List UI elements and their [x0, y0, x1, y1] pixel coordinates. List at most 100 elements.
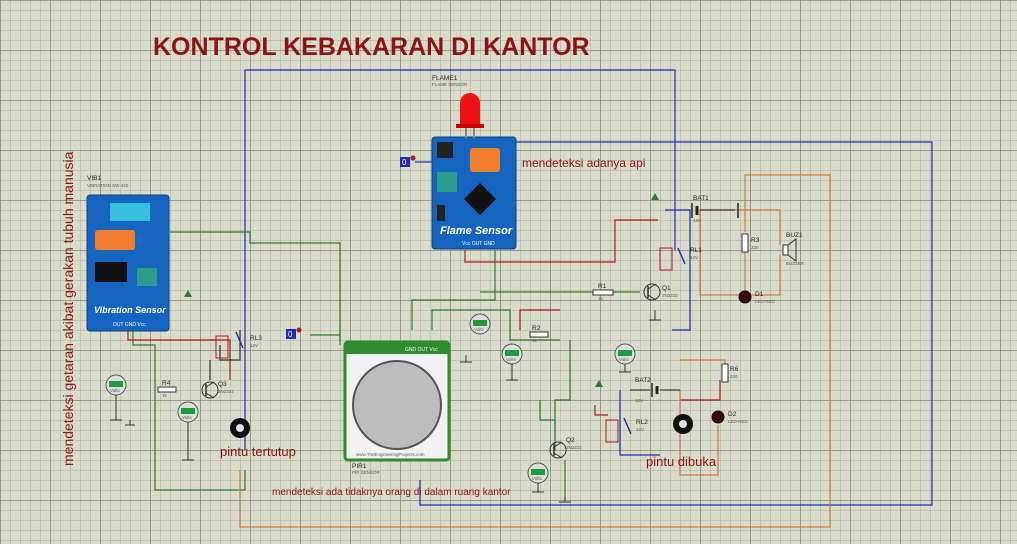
flame-ic-icon — [464, 183, 496, 215]
wire-blue-rl1 — [665, 209, 691, 331]
pir-sensor-pins: GND OUT Vcc — [405, 347, 438, 353]
power-arrow-icon — [651, 193, 659, 200]
ground-icon — [182, 422, 194, 461]
vibration-pot-icon — [137, 268, 157, 286]
logic-probe-dot-icon — [296, 327, 302, 333]
vibration-sensor-module[interactable]: Vibration Sensor OUT GND Vcc VIB1 VIBRAT… — [86, 175, 170, 332]
flame-sensor-module[interactable]: Flame Sensor Vcc OUT GND FLAME1 FLAME SE… — [431, 75, 517, 250]
relay-rl3[interactable]: RL3 12V — [215, 331, 262, 359]
transistor-icon — [549, 441, 567, 459]
relay-switch-icon — [235, 331, 244, 349]
vibration-resistor-bank-icon — [95, 230, 135, 250]
resistor-r1[interactable]: R1 1k — [592, 283, 614, 301]
vibration-sensor-ref: VIB1 — [87, 175, 101, 182]
battery-ref: BAT2 — [635, 377, 651, 384]
resistor-value: 220 — [730, 374, 738, 379]
annotation-presence: mendeteksi ada tidaknya orang di dalam r… — [272, 487, 511, 498]
led-value: LED-RED — [728, 419, 749, 424]
wire-blue-top — [244, 69, 676, 450]
resistor-icon — [157, 386, 177, 393]
relay-switch-icon — [623, 417, 632, 435]
ground-icon — [110, 395, 122, 421]
resistor-ref: R3 — [751, 237, 760, 244]
power-arrow-icon — [184, 290, 192, 297]
voltmeter-label: Volts — [182, 415, 193, 420]
resistor-value: 1k — [532, 338, 538, 343]
transistor-ref: Q2 — [566, 437, 575, 444]
voltmeter-5[interactable]: Volts — [614, 343, 636, 365]
vibration-ic-icon — [95, 262, 127, 282]
resistor-value: 1k — [162, 393, 168, 398]
ground-icon — [649, 310, 661, 321]
voltmeter-6[interactable]: Volts — [527, 462, 549, 484]
pir-sensor-brand: www.TheEngineeringProjects.com — [356, 452, 425, 457]
buzzer-buz1[interactable]: BUZ1 BUZZER — [782, 232, 805, 266]
flame-diode-icon — [437, 205, 445, 221]
wire-blue-right — [419, 141, 933, 506]
battery-bat2[interactable]: BAT2 12V — [630, 377, 680, 403]
relay-value: 12V — [690, 255, 698, 260]
logic-probe-flame[interactable]: 0 — [400, 155, 416, 168]
motor-door-closed[interactable] — [230, 418, 250, 438]
relay-switch-icon — [677, 247, 686, 265]
wire-orange-buz-bottom — [745, 255, 781, 296]
pir-sensor-sub: PIR SENSOR — [352, 470, 381, 475]
annotation-vibration: mendeteksi getaran akibat gerakan tubuh … — [60, 151, 76, 466]
battery-bat1[interactable]: BAT1 12V — [691, 195, 739, 223]
power-terminals — [184, 193, 659, 387]
ground-symbols — [110, 310, 661, 503]
resistor-r4[interactable]: R4 1k — [157, 380, 177, 398]
flame-pot-icon — [437, 172, 457, 192]
logic-probe-pir[interactable]: 0 — [286, 327, 302, 340]
led-d1[interactable]: D1 LED-RED — [738, 290, 776, 304]
ground-icon — [506, 364, 518, 381]
ground-icon — [125, 420, 135, 426]
transistor-ref: Q1 — [662, 285, 671, 292]
battery-ref: BAT1 — [693, 195, 709, 202]
transistor-q1[interactable]: Q1 2N2222 — [643, 283, 678, 301]
relay-rl1[interactable]: RL1 12V — [659, 247, 702, 271]
power-arrow-icon — [595, 380, 603, 387]
led-icon — [711, 410, 725, 424]
wire-red-flame — [464, 219, 658, 263]
relay-coil-icon — [215, 335, 229, 359]
flame-sensor-pins: Vcc OUT GND — [462, 241, 495, 247]
motor-door-open[interactable] — [673, 414, 693, 434]
voltmeter-2[interactable]: Volts — [177, 401, 199, 423]
flame-sensor-label: Flame Sensor — [440, 225, 513, 237]
flame-led-body — [460, 103, 480, 125]
resistor-r3[interactable]: R3 220 — [741, 233, 760, 253]
voltmeter-1[interactable]: Volts — [105, 374, 127, 396]
led-d2[interactable]: D2 LED-RED — [711, 410, 749, 424]
wire-red-rl2 — [594, 405, 608, 416]
transistor-icon — [201, 381, 219, 399]
ground-icon — [460, 355, 472, 363]
relay-rl2[interactable]: RL2 12V — [605, 417, 648, 443]
relay-coil-icon — [659, 247, 673, 271]
resistor-r6[interactable]: R6 220 — [721, 363, 739, 383]
battery-value: 12V — [635, 398, 643, 403]
annotation-door-open: pintu dibuka — [646, 454, 717, 469]
flame-led-base — [456, 124, 484, 128]
transistor-q2[interactable]: Q2 2N2222 — [549, 437, 582, 459]
pir-sensor-ref: PIR1 — [352, 463, 367, 470]
wire-red-r6 — [680, 380, 721, 401]
voltmeter-label: Volts — [110, 388, 121, 393]
wire-green-vib-low — [132, 330, 246, 491]
pir-sensor-module[interactable]: GND OUT Vcc www.TheEngineeringProjects.c… — [343, 340, 451, 475]
pir-sensor-header — [345, 342, 449, 354]
led-ref: D1 — [755, 291, 764, 298]
relay-coil-icon — [605, 419, 619, 443]
voltmeter-3[interactable]: Volts — [469, 313, 491, 335]
transistor-q3[interactable]: Q3 2N2222 — [201, 381, 234, 399]
flame-chip-icon — [437, 142, 453, 158]
resistor-r2[interactable]: R2 1k — [529, 325, 549, 343]
resistor-ref: R2 — [532, 325, 541, 332]
resistor-icon — [741, 233, 749, 253]
voltmeter-4[interactable]: Volts — [501, 343, 523, 365]
wire-orange-buzzer — [745, 209, 781, 245]
logic-probe-dot-icon — [410, 155, 416, 161]
flame-sensor-ref: FLAME1 — [432, 75, 458, 82]
logic-probe-box — [286, 329, 296, 339]
